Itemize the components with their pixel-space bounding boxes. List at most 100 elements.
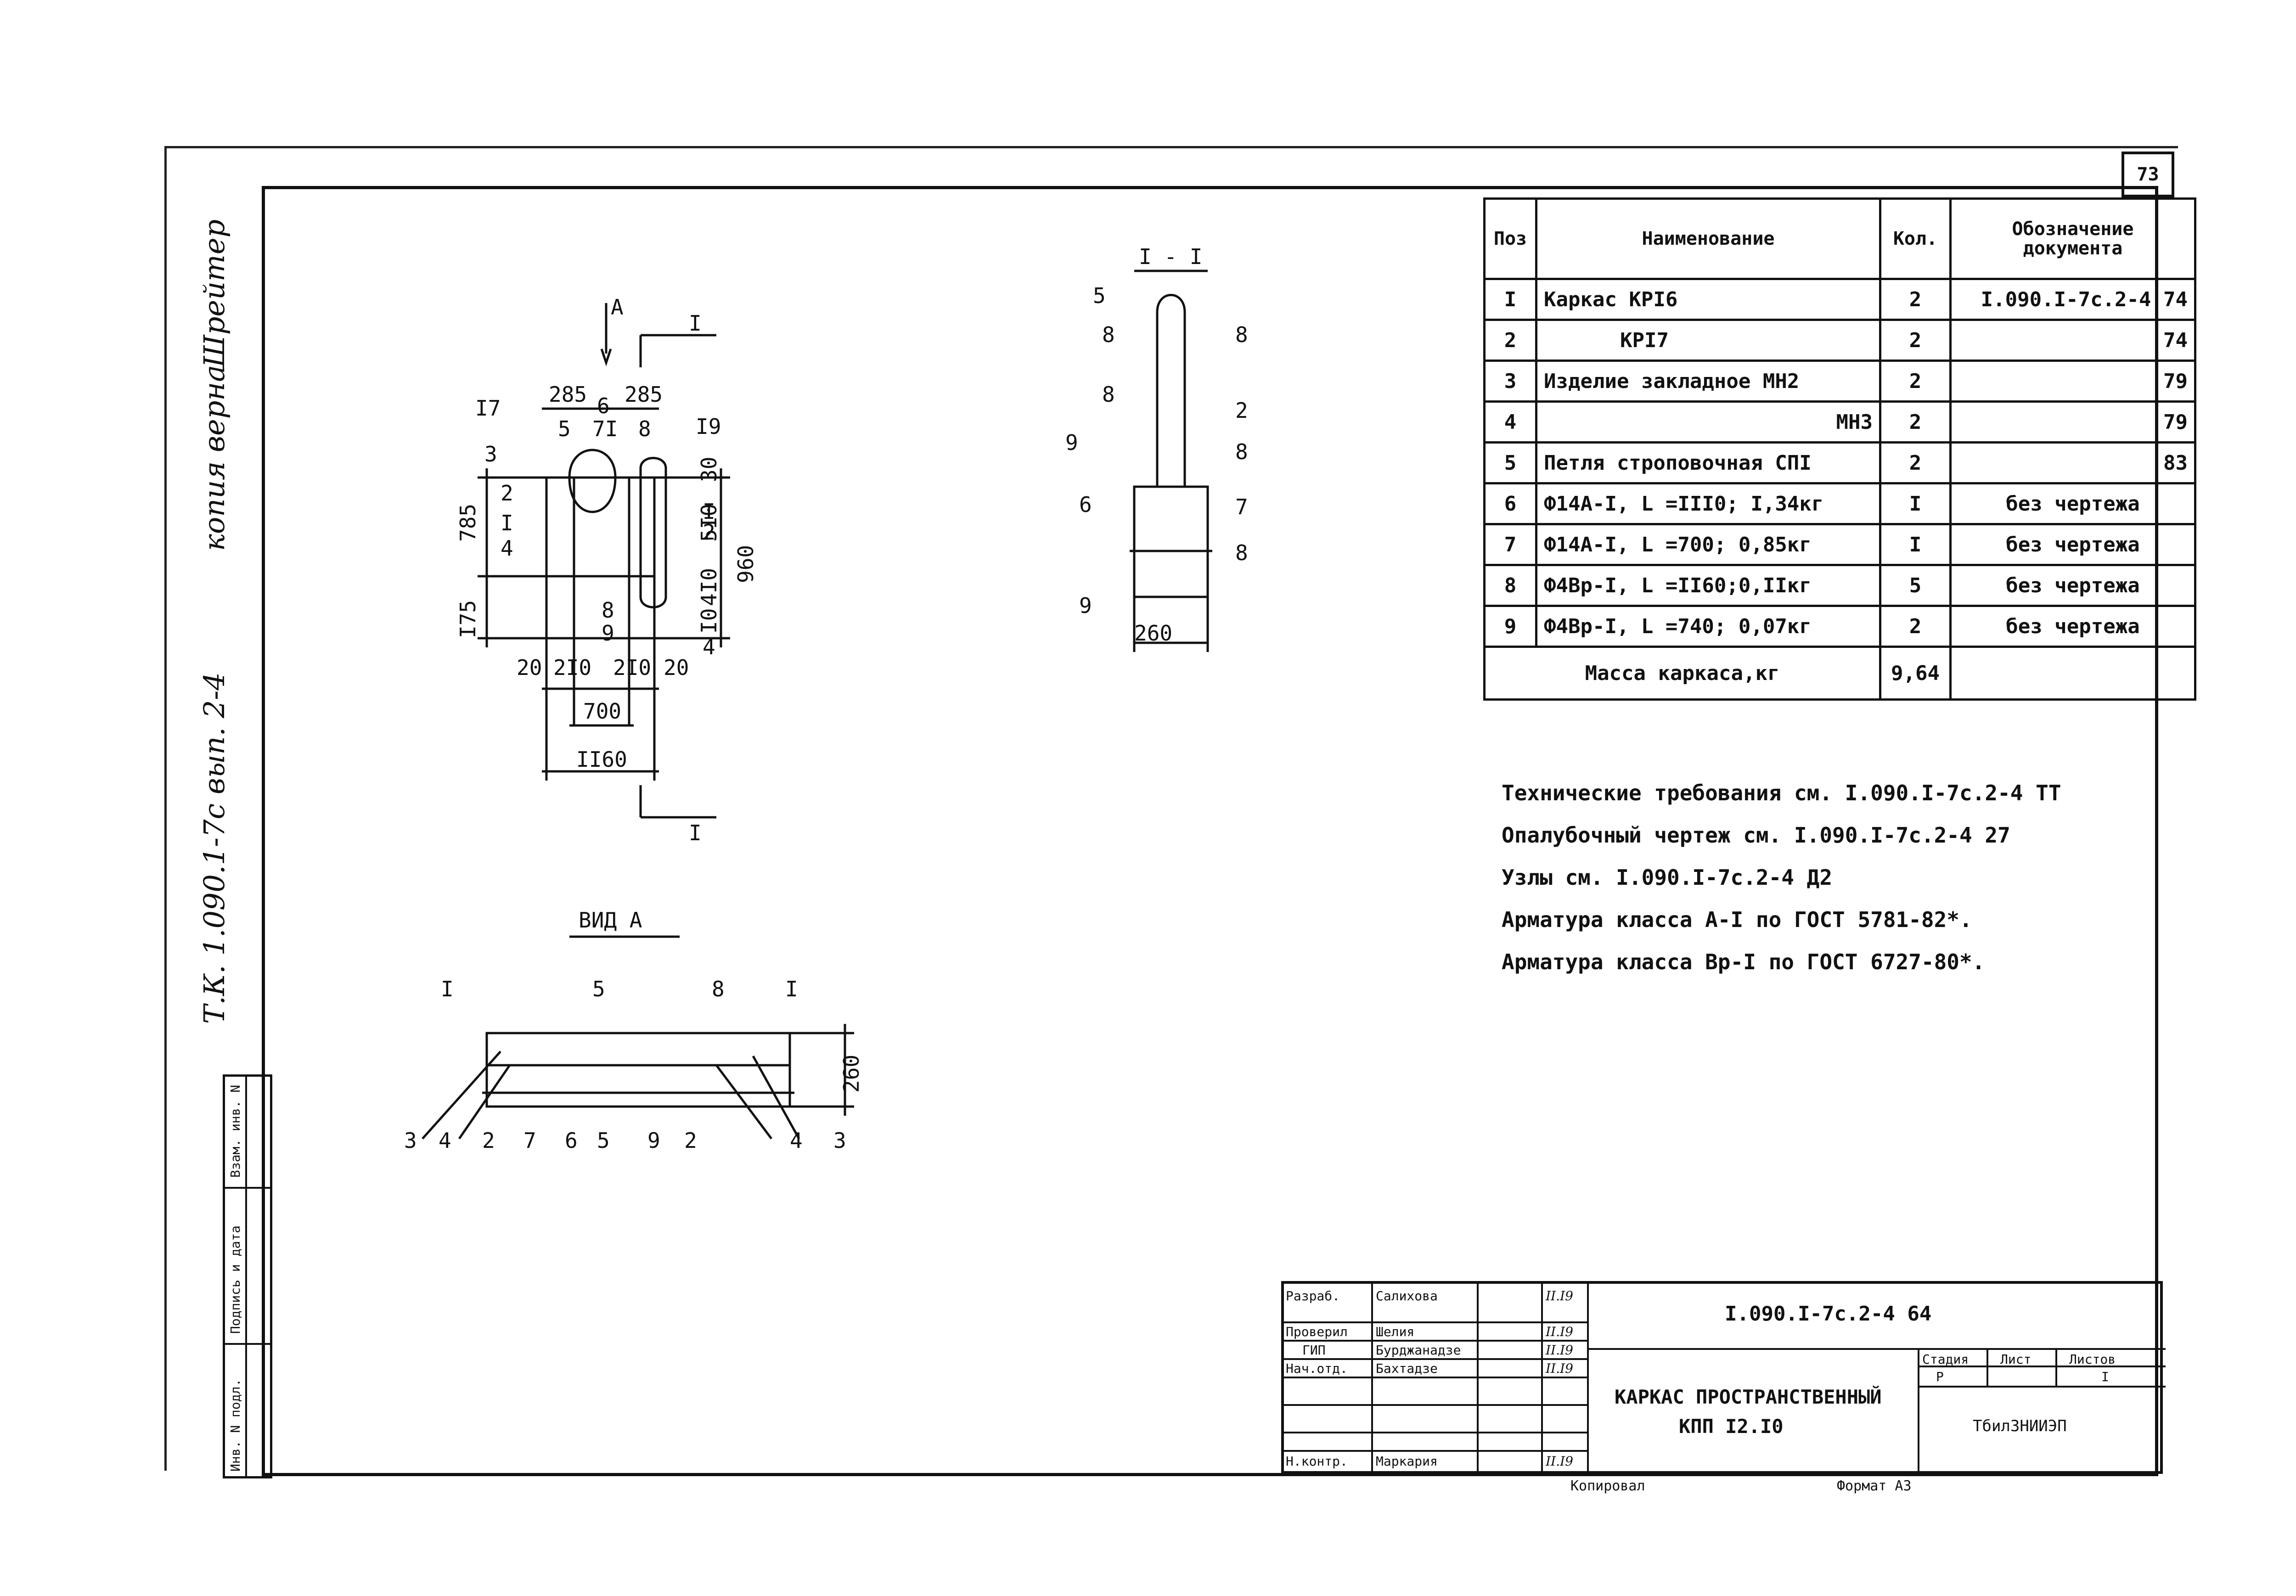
view-a-callout-2-left: 2 [482, 1128, 495, 1153]
dim-9-lower: 9 [602, 621, 614, 646]
row-qty: I [1879, 523, 1952, 566]
section-marker-top: I [689, 311, 702, 336]
section-callout-7: 7 [1235, 495, 1248, 519]
dim-1160: II60 [576, 747, 627, 772]
row-doc: I.090.I-7с.2-4 74 [1949, 278, 2196, 321]
view-a-dim-260: 260 [839, 1055, 864, 1093]
document-reference: Т.К. 1.090.1-7с вып. 2-4 [197, 672, 231, 1024]
section-callout-6: 6 [1079, 492, 1092, 517]
row-doc: 79 [1949, 360, 2196, 403]
section-callout-5: 5 [1093, 283, 1106, 308]
format-label: Формат А3 [1837, 1478, 1912, 1494]
sheets-label: Листов [2069, 1352, 2116, 1367]
role-head: Нач.отд. [1286, 1361, 1348, 1376]
row-pos: 4 [1483, 400, 1537, 444]
dim-410: 4I0 [697, 568, 721, 606]
callout-2-right: 2 [703, 520, 715, 545]
row-pos: 2 [1483, 319, 1537, 362]
dim-6: 6 [597, 393, 610, 418]
table-row: 9 Ф4Вр-I, L =740; 0,07кг 2 без чертежа [1483, 605, 2196, 648]
technical-notes: Технические требования см. I.090.I-7с.2-… [1502, 781, 2061, 992]
name-developer: Салихова [1376, 1288, 1438, 1304]
view-a-callout-1-right: I [785, 977, 798, 1001]
row-pos: 8 [1483, 564, 1537, 607]
dim-20-right: 20 [664, 655, 689, 680]
dim-285-left: 285 [549, 382, 587, 407]
dim-210-right: 2I0 [613, 655, 651, 680]
view-a-callout-3-left: 3 [404, 1128, 417, 1153]
callout-1-left: I [501, 511, 513, 535]
mass-empty [1949, 646, 2196, 701]
row-qty: 2 [1879, 400, 1952, 444]
note-line: Опалубочный чертеж см. I.090.I-7с.2-4 27 [1502, 823, 2010, 848]
table-row: 8 Ф4Вр-I, L =II60;0,IIкг 5 без чертежа [1483, 564, 2196, 607]
dim-10: I0 [697, 608, 721, 634]
row-doc: без чертежа [1949, 605, 2196, 648]
table-row: 6 Ф14А-I, L =III0; I,34кг I без чертежа [1483, 482, 2196, 525]
row-qty: 2 [1879, 360, 1952, 403]
date-checker: II.I9 [1546, 1324, 1573, 1339]
row-qty: 2 [1879, 319, 1952, 362]
row-doc: без чертежа [1949, 523, 2196, 566]
callout-4-left: 4 [501, 536, 513, 561]
table-row: 3 Изделие закладное МН2 2 79 [1483, 360, 2196, 403]
section-marker-bottom: I [689, 820, 702, 845]
row-pos: 3 [1483, 360, 1537, 403]
sheet-number: 73 [2122, 152, 2174, 197]
callout-17: I7 [475, 396, 501, 421]
name-checker: Шелия [1376, 1324, 1415, 1339]
table-row: I Каркас КРI6 2 I.090.I-7с.2-4 74 [1483, 278, 2196, 321]
callout-1-right: I [703, 499, 715, 524]
section-callout-9-b: 9 [1079, 593, 1092, 618]
drawing-title-line2: КПП I2.I0 [1679, 1415, 1784, 1438]
dim-175: I75 [456, 600, 480, 638]
view-a-callout-5-bottom: 5 [597, 1128, 610, 1153]
view-a-callout-9: 9 [647, 1128, 660, 1153]
signature: Шрейтер [197, 219, 231, 367]
row-name: Ф4Вр-I, L =740; 0,07кг [1535, 605, 1881, 648]
row-name: Петля строповочная СПI [1535, 441, 1881, 484]
row-name: Каркас КРI6 [1535, 278, 1881, 321]
side-label-replace: Взам. инв. N [228, 1085, 243, 1178]
row-name: Ф14А-I, L =700; 0,85кг [1535, 523, 1881, 566]
section-callout-8-e: 8 [1235, 540, 1248, 565]
view-a-callout-6: 6 [565, 1128, 578, 1153]
side-label-inv: Инв. N подл. [228, 1378, 243, 1472]
section-dim-260: 260 [1134, 621, 1172, 646]
date-gip: II.I9 [1546, 1343, 1573, 1358]
sheets-value: I [2101, 1369, 2109, 1384]
row-name: МН3 [1535, 400, 1881, 444]
dim-71: 7I [592, 416, 618, 441]
section-callout-8-d: 8 [1235, 439, 1248, 464]
row-doc: 83 [1949, 441, 2196, 484]
date-head: II.I9 [1546, 1361, 1573, 1376]
name-gip: Бурджанадзе [1376, 1343, 1461, 1358]
section-callout-8-a: 8 [1102, 322, 1115, 347]
view-a-callout-2-right: 2 [684, 1128, 697, 1153]
callout-19: I9 [696, 414, 721, 439]
row-pos: I [1483, 278, 1537, 321]
dim-30: 30 [697, 457, 721, 482]
view-a-title: ВИД А [579, 908, 642, 933]
section-callout-9-a: 9 [1065, 430, 1078, 455]
header-qty: Кол. [1879, 197, 1952, 280]
section-callout-8-c: 8 [1102, 382, 1115, 407]
row-name: КРI7 [1535, 319, 1881, 362]
side-label-signature: Подпись и дата [228, 1225, 243, 1334]
title-block: Разраб. Салихова II.I9 Проверил Шелия II… [1281, 1281, 2166, 1474]
header-pos: Поз [1483, 197, 1537, 280]
sheet-label: Лист [2000, 1352, 2032, 1367]
stage-value: Р [1936, 1369, 1944, 1384]
view-marker-a: A [611, 295, 624, 320]
table-row: 4 МН3 2 79 [1483, 400, 2196, 444]
row-doc: 79 [1949, 400, 2196, 444]
row-doc: без чертежа [1949, 482, 2196, 525]
view-a-callout-4-right: 4 [790, 1128, 803, 1153]
view-a-callout-1-left: I [441, 977, 454, 1001]
dim-700: 700 [583, 699, 621, 724]
row-qty: 2 [1879, 605, 1952, 648]
row-name: Ф4Вр-I, L =II60;0,IIкг [1535, 564, 1881, 607]
dim-8-lower: 8 [602, 598, 614, 623]
copy-true-note: копия верна [197, 365, 231, 551]
dim-960: 960 [733, 545, 758, 583]
